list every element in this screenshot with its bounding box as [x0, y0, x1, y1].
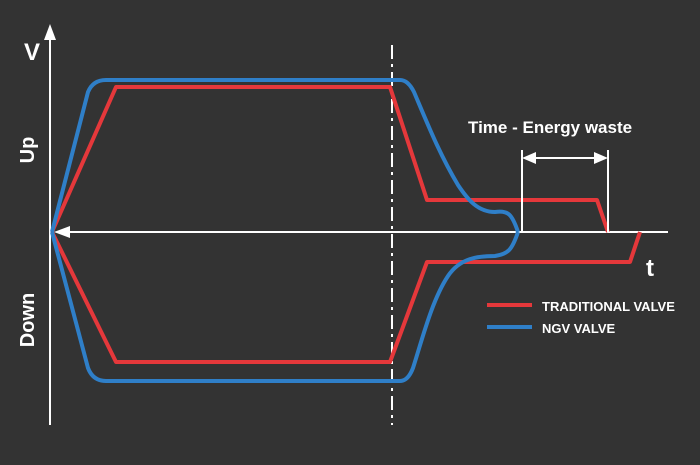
down-label: Down: [17, 293, 39, 347]
ngv-valve-curve-upper: [50, 78, 520, 233]
legend: TRADITIONAL VALVE NGV VALVE: [487, 299, 675, 336]
annotation-arrowhead-right: [594, 152, 608, 164]
ngv-valve-curve-lower: [50, 231, 520, 383]
energy-waste-label: Time - Energy waste: [468, 118, 632, 137]
x-axis-label: t: [646, 255, 654, 282]
up-label: Up: [17, 137, 39, 164]
legend-label-traditional: TRADITIONAL VALVE: [542, 299, 675, 314]
annotation-arrowhead-left: [522, 152, 536, 164]
traditional-valve-curve-upper: [50, 85, 610, 233]
traditional-valve-curve-lower: [50, 231, 642, 364]
y-axis-label: V: [24, 39, 40, 66]
x-axis-arrowhead: [54, 226, 70, 238]
legend-label-ngv: NGV VALVE: [542, 321, 616, 336]
y-axis-arrowhead: [44, 24, 56, 40]
